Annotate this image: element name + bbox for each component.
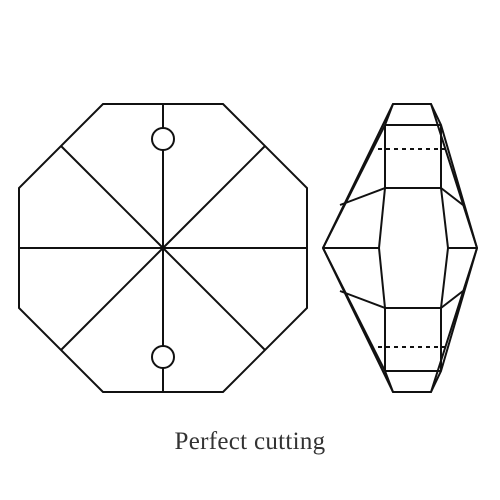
crystal-side-view	[321, 103, 479, 393]
caption-text: Perfect cutting	[174, 428, 326, 455]
facet-right-lower	[440, 247, 478, 372]
facet-left-lower-bevel	[339, 290, 386, 309]
octagon-front-view	[18, 103, 308, 393]
inner-left-outline	[377, 103, 394, 393]
facet-left-lower	[322, 247, 386, 372]
cut-line-diagonal-lower-left	[60, 247, 164, 351]
facet-right-lower-bevel	[440, 290, 464, 309]
facet-left-upper	[322, 124, 386, 249]
cut-line-diagonal-upper-left	[60, 145, 164, 249]
octagon-outline	[18, 103, 308, 393]
facet-right-upper-bevel	[440, 187, 464, 206]
facet-right-upper	[440, 124, 478, 249]
facet-left-upper-bevel	[339, 187, 386, 206]
cut-line-diagonal-lower-right	[162, 247, 266, 351]
dashed-girdle-lines	[378, 148, 446, 348]
connector-hole-top	[151, 127, 175, 151]
cut-line-diagonal-upper-right	[162, 145, 266, 249]
connector-hole-bottom	[151, 345, 175, 369]
